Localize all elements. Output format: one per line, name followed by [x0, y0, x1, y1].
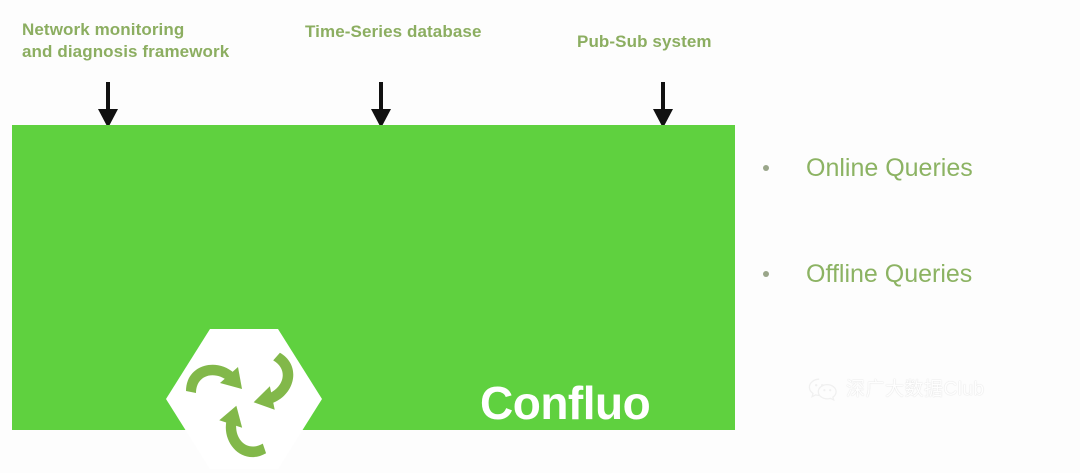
watermark-text: 深广大数据Club	[846, 379, 985, 400]
arrow-down-icon-pub-sub-system	[653, 82, 673, 128]
arrow-down-icon-network-monitoring	[98, 82, 118, 128]
callout-label-time-series-database: Time-Series database	[305, 22, 482, 41]
callout-label-network-monitoring: Network monitoring and diagnosis framewo…	[22, 20, 230, 61]
list-item-label-online-queries: Online Queries	[806, 154, 973, 182]
confluo-hexagon-logo	[166, 329, 322, 469]
bullet-dot-icon	[763, 165, 769, 171]
list-item: Online Queries	[760, 152, 1060, 258]
watermark: 深广大数据Club	[808, 377, 985, 403]
query-mode-list: Online Queries Offline Queries	[760, 152, 1060, 364]
confluo-panel: Confluo	[12, 125, 735, 469]
diagram-canvas: Network monitoring and diagnosis framewo…	[12, 20, 1060, 469]
list-item-label-offline-queries: Offline Queries	[806, 260, 973, 288]
wechat-icon	[808, 378, 837, 402]
callout-label-pub-sub-system: Pub-Sub system	[577, 32, 712, 51]
arrow-down-icon-time-series-database	[371, 82, 391, 128]
confluo-wordmark: Confluo	[480, 377, 651, 429]
bullet-dot-icon	[763, 271, 769, 277]
list-item: Offline Queries	[760, 258, 1060, 364]
